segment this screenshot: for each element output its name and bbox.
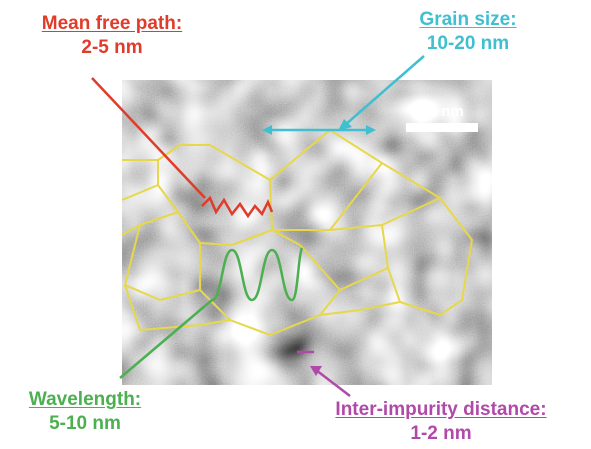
grain-size-label: Grain size: 10-20 nm [388,8,548,56]
impurity-marker [297,350,351,397]
scale-bar-label: 10 nm [420,103,463,120]
mean-free-path-label: Mean free path: 2-5 nm [12,12,212,60]
grain-size-value: 10-20 nm [426,33,510,54]
mean-free-path-marker [91,77,274,219]
wavelength-label: Wavelength: 5-10 nm [0,388,170,436]
wavelength-title: Wavelength: [28,389,142,410]
impurity-title: Inter-impurity distance: [335,399,547,420]
wavelength-value: 5-10 nm [49,413,121,434]
grain-boundaries [121,129,473,336]
wavelength-marker [119,247,304,379]
grain-size-marker [262,55,425,135]
impurity-value: 1-2 nm [410,423,472,444]
scale-bar [406,123,478,132]
grain-size-title: Grain size: [419,9,517,30]
mean-free-path-value: 2-5 nm [81,37,143,58]
impurity-label: Inter-impurity distance: 1-2 nm [300,398,582,446]
mean-free-path-title: Mean free path: [41,13,183,34]
